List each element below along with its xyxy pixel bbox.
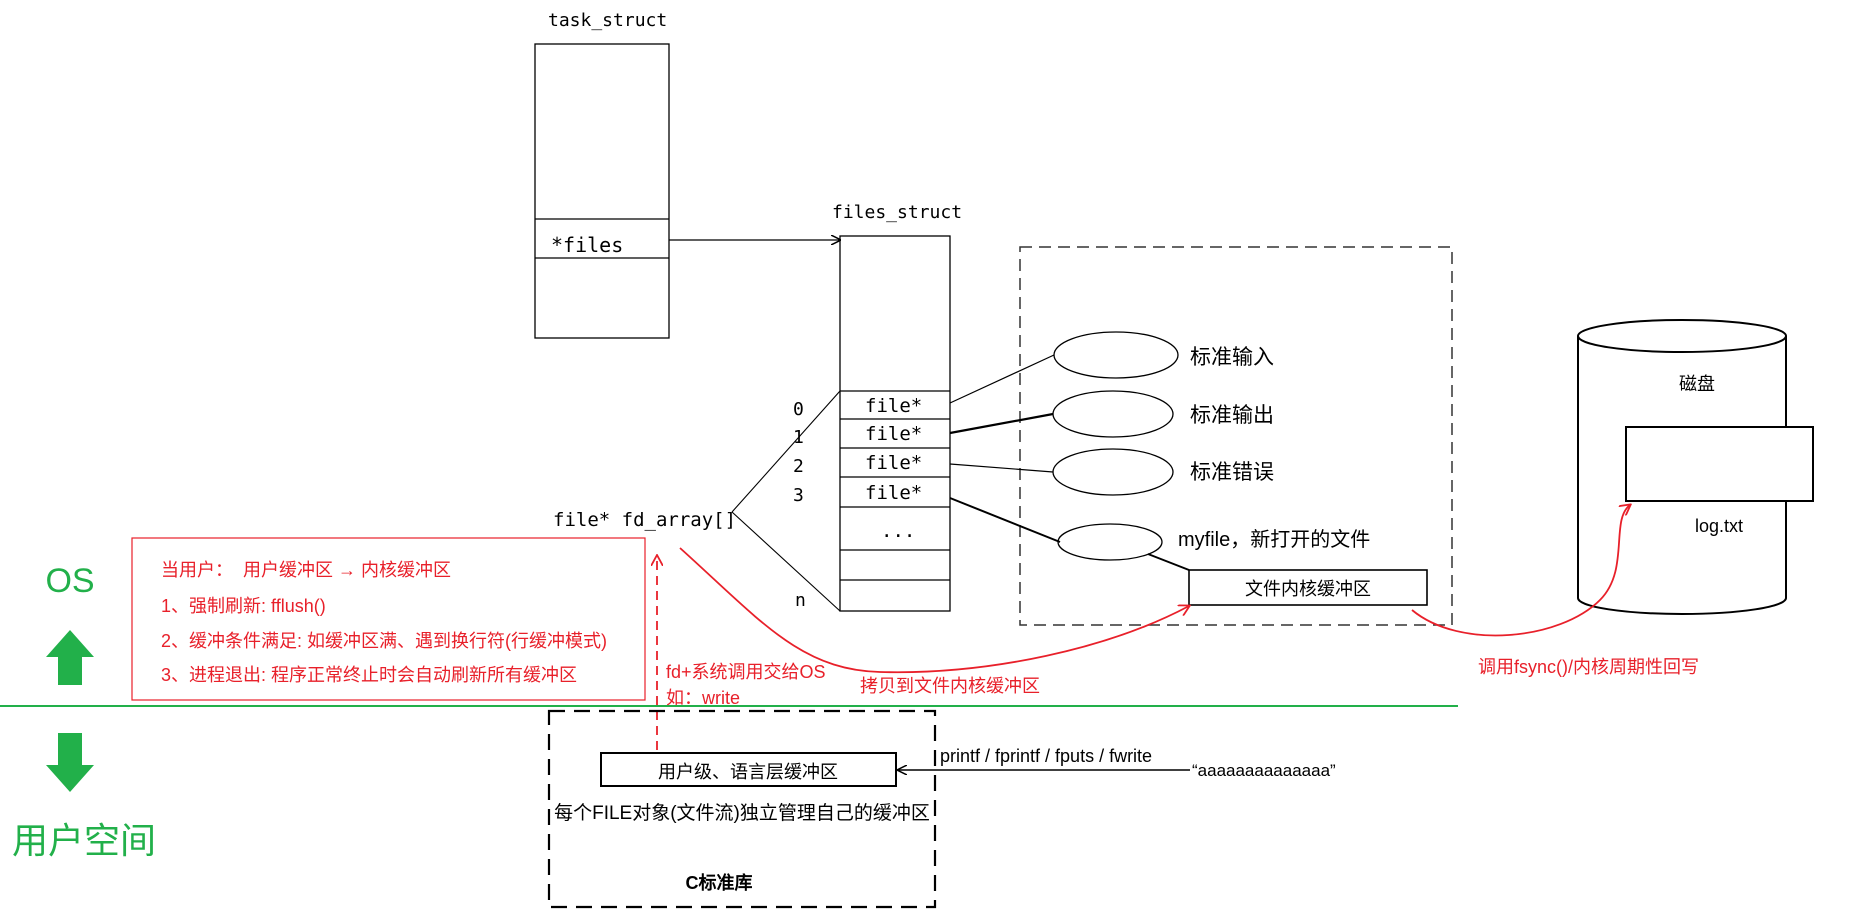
task-struct-title: task_struct <box>548 10 667 31</box>
c-library-title: C标准库 <box>686 872 753 893</box>
flush-note-box <box>131 537 646 701</box>
flush-rule-1: 1、强制刷新: fflush() <box>161 596 326 616</box>
fd-index-2: 2 <box>793 456 804 477</box>
user-buffer-label: 用户级、语言层缓冲区 <box>658 762 838 782</box>
stdout-label: 标准输出 <box>1190 404 1274 427</box>
disk-cylinder-top <box>1577 319 1787 353</box>
stderr-label: 标准错误 <box>1190 461 1274 484</box>
fd-slot-ellipsis: ... <box>881 520 915 542</box>
fd-slot-0: file* <box>865 395 922 417</box>
disk-title: 磁盘 <box>1679 374 1715 394</box>
fd-slot-3: file* <box>865 482 922 504</box>
up-arrow-icon <box>46 630 94 685</box>
fd-array-bracket-top <box>731 390 841 513</box>
myfile-label: myfile，新打开的文件 <box>1178 528 1370 551</box>
stdout-file-object <box>1052 390 1174 438</box>
copy-label: 拷贝到文件内核缓冲区 <box>860 676 1040 696</box>
myfile-buffer-link <box>1147 553 1190 571</box>
copy-to-kernel-arrow <box>679 547 1189 674</box>
fd-index-n: n <box>795 590 806 611</box>
task-struct: task_struct *files <box>534 10 670 339</box>
files-struct-box <box>839 235 951 612</box>
fd-slot-1: file* <box>865 423 922 445</box>
fd0-link <box>949 354 1055 404</box>
fd2-link <box>949 463 1054 473</box>
kernel-file-objects: 标准输入 标准输出 标准错误 myfile，新打开的文件 文件内核缓冲区 <box>1052 331 1428 606</box>
log-file-box <box>1625 426 1814 502</box>
kernel-file-region <box>1019 246 1453 626</box>
fd3-link <box>949 497 1061 543</box>
files-struct: files_struct file* file* file* file* ...… <box>793 202 962 612</box>
kernel-buffer-box <box>1188 569 1428 606</box>
down-arrow-icon <box>46 733 94 792</box>
io-functions-label: printf / fprintf / fputs / fwrite <box>940 746 1152 766</box>
disk: 磁盘 log.txt <box>1577 319 1814 615</box>
fd-index-0: 0 <box>793 399 804 420</box>
kernel-buffer-label: 文件内核缓冲区 <box>1245 579 1371 599</box>
flush-rule-2: 2、缓冲条件满足: 如缓冲区满、遇到换行符(行缓冲模式) <box>161 631 607 651</box>
c-library-region <box>547 709 937 909</box>
task-struct-box <box>534 43 670 339</box>
syscall-note-line1: fd+系统调用交给OS <box>666 662 826 682</box>
files-struct-title: files_struct <box>832 202 962 223</box>
flush-rule-3: 3、进程退出: 程序正常终止时会自动刷新所有缓冲区 <box>161 665 577 685</box>
sample-string: “aaaaaaaaaaaaaa” <box>1192 761 1336 780</box>
stdin-file-object <box>1053 331 1179 379</box>
log-file-name: log.txt <box>1695 516 1743 536</box>
flush-note-heading: 当用户： 用户缓冲区 → 内核缓冲区 <box>161 560 451 580</box>
user-space-label: 用户空间 <box>12 820 156 861</box>
fd-slot-2: file* <box>865 452 922 474</box>
user-buffer-box <box>600 752 897 787</box>
c-standard-library: 用户级、语言层缓冲区 每个FILE对象(文件流)独立管理自己的缓冲区 C标准库 <box>547 709 937 909</box>
flush-conditions-note: 当用户： 用户缓冲区 → 内核缓冲区 1、强制刷新: fflush() 2、缓冲… <box>131 537 646 701</box>
stderr-file-object <box>1052 448 1174 496</box>
fd-array-bracket-bottom <box>731 511 841 612</box>
fsync-label: 调用fsync()/内核周期性回写 <box>1478 657 1699 677</box>
os-label: OS <box>45 562 94 600</box>
fd-index-3: 3 <box>793 485 804 506</box>
fsync-writeback-arrow <box>1411 505 1630 637</box>
stdin-label: 标准输入 <box>1190 346 1274 369</box>
fd1-link <box>949 412 1054 435</box>
fd-array-label: file* fd_array[] <box>553 509 736 531</box>
syscall-note-line2: 如：write <box>666 688 740 708</box>
files-pointer-field: *files <box>551 233 623 257</box>
c-library-description: 每个FILE对象(文件流)独立管理自己的缓冲区 <box>554 802 930 824</box>
myfile-file-object <box>1057 523 1163 561</box>
